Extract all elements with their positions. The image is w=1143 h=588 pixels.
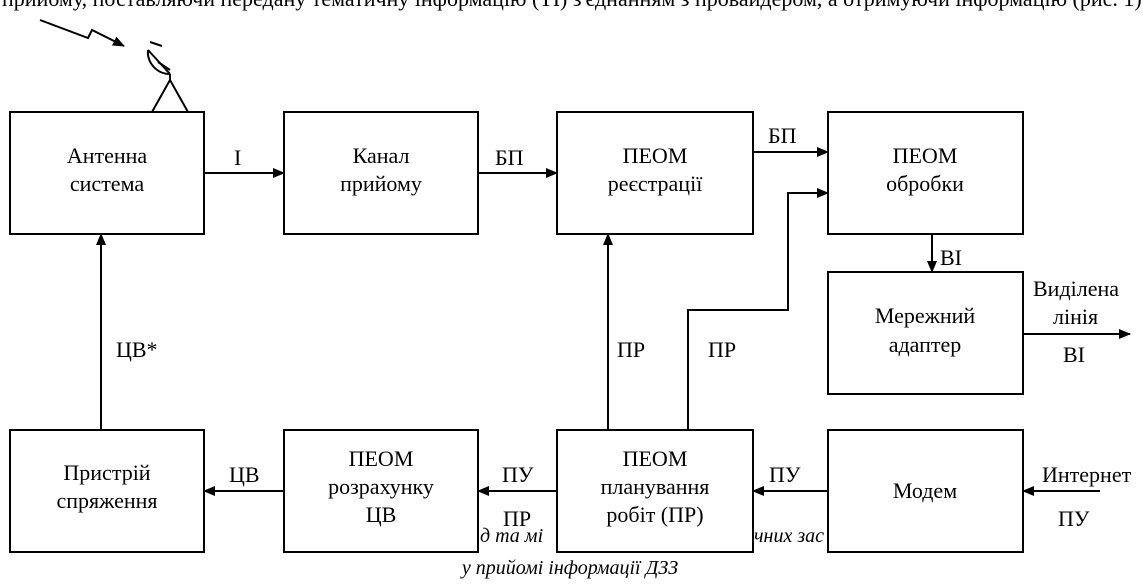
- label-registration-to-processing: БП: [768, 123, 797, 148]
- label-dedicated-line-1: Виділена: [1033, 276, 1119, 301]
- label-modem-to-planning: ПУ: [769, 462, 801, 487]
- label-processing-to-adapter: ВІ: [940, 245, 962, 270]
- label-channel-to-registration: БП: [495, 145, 524, 170]
- caption-line-1-middle: чних зас: [754, 525, 824, 547]
- svg-text:Канал: Канал: [353, 143, 410, 168]
- calc-pc-block: ПЕОМ розрахунку ЦВ: [283, 429, 479, 553]
- svg-text:Антенна: Антенна: [67, 143, 148, 168]
- planning-block-line-1: ПЕОМ: [623, 446, 688, 471]
- label-planning-to-calc-top: ПУ: [502, 462, 534, 487]
- calc-block-line-2: розрахунку: [328, 474, 434, 499]
- label-planning-to-processing: ПР: [708, 337, 736, 362]
- planning-block-line-3: робіт (ПР): [606, 502, 703, 527]
- arrow-planning-to-processing: [687, 188, 829, 430]
- svg-text:ПЕОМ: ПЕОМ: [623, 143, 688, 168]
- channel-block-line-2: прийому: [340, 171, 422, 196]
- label-internet-signal: ПУ: [1058, 506, 1090, 531]
- network-adapter-block: Мережний адаптер: [827, 271, 1024, 395]
- svg-text:ПЕОМ: ПЕОМ: [623, 446, 688, 471]
- channel-block-line-1: Канал: [353, 143, 410, 168]
- svg-text:робіт (ПР): робіт (ПР): [606, 502, 703, 527]
- interface-block-line-1: Пристрій: [63, 460, 150, 485]
- caption-line-1-left: д та мі: [480, 525, 543, 547]
- svg-text:ЦВ: ЦВ: [366, 502, 397, 527]
- calc-block-line-3: ЦВ: [366, 502, 397, 527]
- svg-text:система: система: [70, 171, 144, 196]
- adapter-block-line-2: адаптер: [889, 332, 962, 357]
- label-antenna-to-channel: І: [234, 145, 241, 170]
- svg-text:Мережний: Мережний: [875, 303, 976, 328]
- label-interface-to-antenna: ЦВ*: [116, 337, 158, 362]
- processing-pc-block: ПЕОМ обробки: [827, 111, 1024, 235]
- label-internet: Интернет: [1042, 462, 1132, 487]
- antenna-system-block: Антенна система: [9, 111, 205, 235]
- header-text: прийому, поставляючи передану тематичну …: [2, 0, 1142, 11]
- label-adapter-output: ВІ: [1063, 342, 1085, 367]
- modem-block: Модем: [827, 429, 1024, 553]
- modem-block-line-1: Модем: [893, 478, 957, 503]
- planning-pc-block: ПЕОМ планування робіт (ПР): [556, 429, 754, 553]
- planning-block-line-2: планування: [601, 474, 710, 499]
- antenna-block-line-1: Антенна: [67, 143, 148, 168]
- svg-text:адаптер: адаптер: [889, 332, 962, 357]
- svg-text:ПЕОМ: ПЕОМ: [893, 143, 958, 168]
- antenna-block-line-2: система: [70, 171, 144, 196]
- svg-text:ПЕОМ: ПЕОМ: [349, 446, 414, 471]
- label-planning-to-registration: ПР: [617, 337, 645, 362]
- label-calc-to-interface: ЦВ: [229, 462, 260, 487]
- label-planning-to-calc-bottom: ПР: [503, 506, 531, 531]
- processing-block-line-1: ПЕОМ: [893, 143, 958, 168]
- label-dedicated-line-2: лінія: [1053, 304, 1098, 329]
- calc-block-line-1: ПЕОМ: [349, 446, 414, 471]
- registration-block-line-2: реєстрації: [608, 171, 704, 196]
- svg-text:спряження: спряження: [57, 488, 158, 513]
- svg-text:обробки: обробки: [886, 171, 964, 196]
- caption-line-2: у прийомі інформації ДЗЗ: [460, 557, 678, 579]
- receive-channel-block: Канал прийому: [283, 111, 479, 235]
- processing-block-line-2: обробки: [886, 171, 964, 196]
- svg-text:Пристрій: Пристрій: [63, 460, 150, 485]
- interface-block-line-2: спряження: [57, 488, 158, 513]
- adapter-block-line-1: Мережний: [875, 303, 976, 328]
- svg-text:розрахунку: розрахунку: [328, 474, 434, 499]
- svg-text:Модем: Модем: [893, 478, 957, 503]
- svg-text:реєстрації: реєстрації: [608, 171, 704, 196]
- satellite-antenna-icon: [39, 19, 190, 113]
- registration-pc-block: ПЕОМ реєстрації: [556, 111, 754, 235]
- svg-text:планування: планування: [601, 474, 710, 499]
- registration-block-line-1: ПЕОМ: [623, 143, 688, 168]
- svg-text:прийому: прийому: [340, 171, 422, 196]
- interface-device-block: Пристрій спряження: [9, 429, 205, 553]
